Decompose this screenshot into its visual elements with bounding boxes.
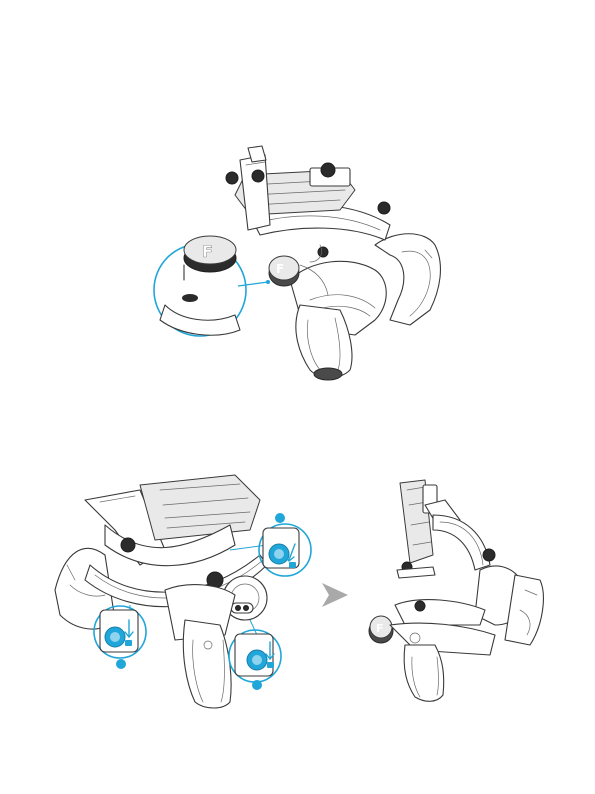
feiyu-logo-icon: F	[369, 616, 393, 643]
svg-text:F: F	[276, 262, 284, 276]
svg-text:F: F	[202, 242, 213, 261]
unlock-callout-bottom	[229, 620, 281, 690]
right-arrow-icon	[320, 582, 350, 608]
unlock-callout-left	[94, 605, 146, 669]
svg-text:F: F	[376, 622, 384, 635]
unlock-padlock-icon	[289, 562, 296, 568]
gimbal-unfolded-illustration: F	[365, 475, 555, 705]
gimbal-unlock-illustration	[45, 470, 320, 710]
feiyu-logo-icon: F	[269, 256, 299, 286]
knob-zoom-callout: F	[154, 236, 246, 336]
gimbal-knob-illustration: F F	[140, 130, 460, 390]
